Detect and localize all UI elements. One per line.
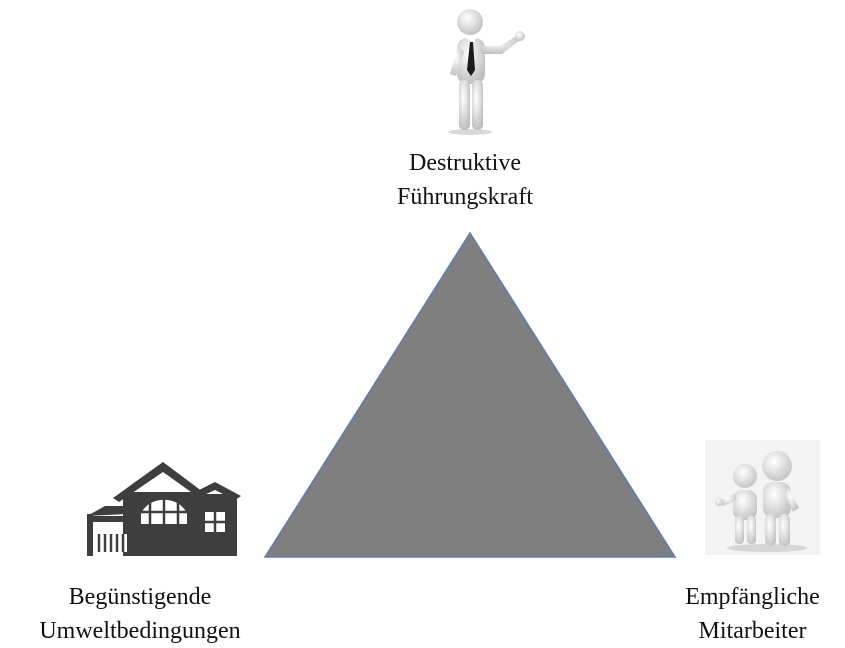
presenting-businessman-icon xyxy=(448,9,525,135)
label-top-line1: Destruktive xyxy=(409,150,521,176)
label-left-node: Begünstigende Umweltbedingungen xyxy=(5,580,275,648)
label-top-node: Destruktive Führungskraft xyxy=(345,146,585,214)
label-right-node: Empfängliche Mitarbeiter xyxy=(660,580,845,648)
label-right-line1: Empfängliche xyxy=(685,584,820,610)
label-right-line2: Mitarbeiter xyxy=(698,618,807,644)
label-top-line2: Führungskraft xyxy=(397,184,533,210)
two-people-icon xyxy=(705,440,820,555)
triangle-shape xyxy=(263,231,677,558)
label-left-line2: Umweltbedingungen xyxy=(39,618,241,644)
label-left-line1: Begünstigende xyxy=(68,584,212,610)
house-icon xyxy=(87,462,241,556)
